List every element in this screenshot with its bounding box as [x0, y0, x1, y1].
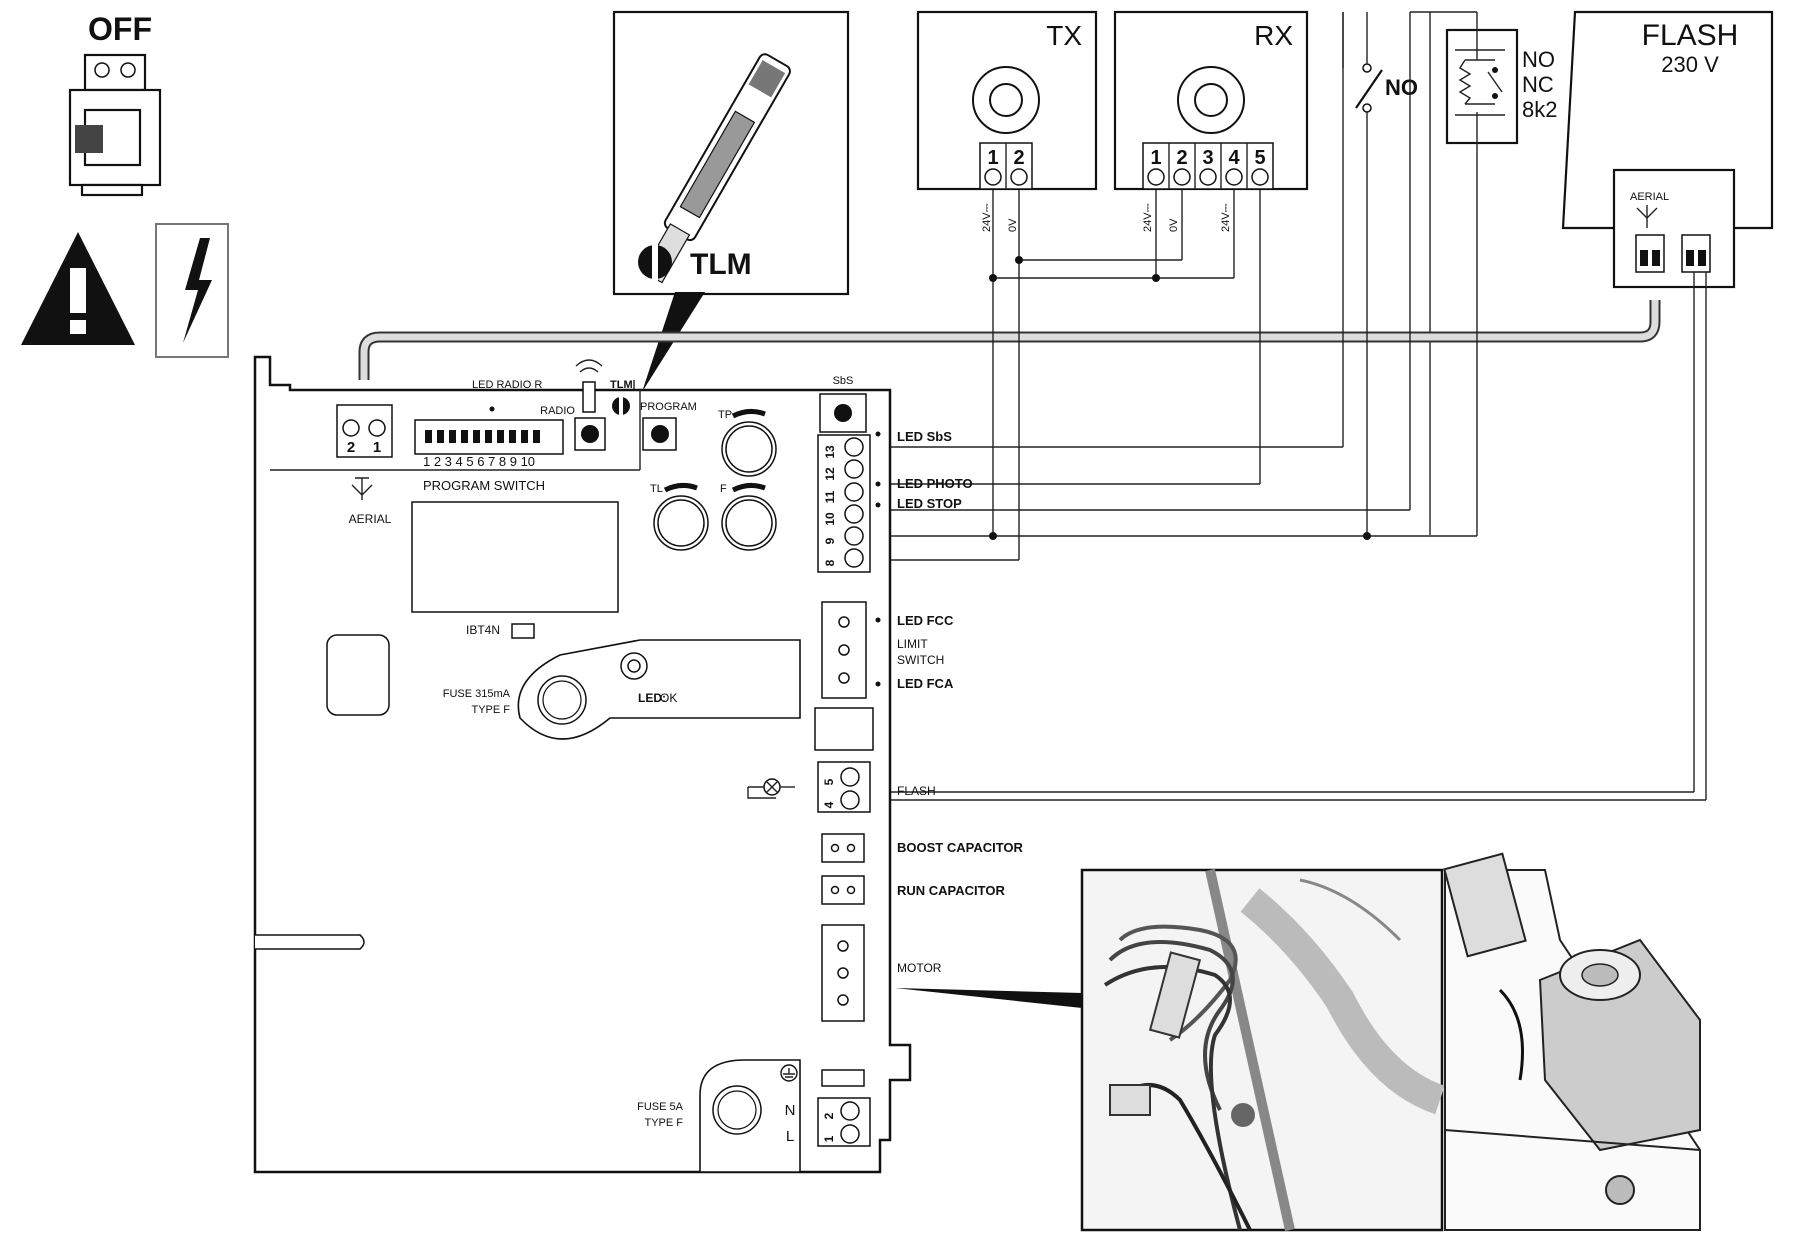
tp-label: TP	[718, 409, 732, 421]
tx-title: TX	[1046, 20, 1082, 51]
rx-terminal-2: 2	[1176, 147, 1187, 169]
tx-voltage-2: 0V	[1007, 218, 1019, 232]
fuse2-line1: FUSE 5A	[637, 1101, 684, 1113]
breaker-off-label: OFF	[88, 11, 152, 47]
tx-photocell: TX 1 2 24V⎓ 0V	[916, 10, 1098, 232]
flash-terminal-4: 4	[822, 801, 836, 808]
terminal-9: 9	[823, 537, 837, 544]
tx-terminal-1: 1	[987, 147, 998, 169]
rx-voltage-3: 24V⎓	[1220, 203, 1232, 232]
neutral-label: N	[785, 1102, 796, 1119]
circuit-breaker: OFF	[68, 11, 162, 197]
terminal-8: 8	[823, 559, 837, 566]
rx-voltage-1: 24V⎓	[1142, 203, 1154, 232]
flash-title: FLASH	[1642, 19, 1739, 52]
flash-voltage: 230 V	[1661, 52, 1719, 77]
tlm-callout: TLM	[612, 10, 850, 392]
switch-no-label: NO	[1385, 75, 1418, 100]
led-sbs-label: LED SbS	[897, 429, 952, 444]
edge-label-no: NO	[1522, 47, 1555, 72]
warning-icon	[21, 232, 135, 345]
tx-voltage-1: 24V⎓	[981, 203, 993, 232]
control-board: 2 1 AERIAL LED RADIO R 1 2 3 4 5 6 7 8 9…	[253, 355, 912, 1174]
aerial-label: AERIAL	[349, 512, 392, 526]
rx-terminal-5: 5	[1254, 147, 1265, 169]
terminal-12: 12	[823, 467, 837, 481]
aerial-terminal-1: 1	[373, 439, 381, 456]
radio-label: RADIO	[540, 405, 575, 417]
dip-numbers: 1 2 3 4 5 6 7 8 9 10	[423, 454, 535, 469]
fuse2-line2: TYPE F	[644, 1117, 683, 1129]
limit-switch-line1: LIMIT	[897, 637, 928, 651]
rx-terminal-4: 4	[1228, 147, 1240, 169]
tlm-callout-label: TLM	[690, 248, 752, 281]
flash-terminal-5: 5	[822, 778, 836, 785]
rx-title: RX	[1254, 20, 1293, 51]
motor-label: MOTOR	[897, 961, 942, 975]
fuse1-line2: TYPE F	[471, 704, 510, 716]
tx-terminal-2: 2	[1013, 147, 1024, 169]
ibt4n-label: IBT4N	[466, 623, 500, 637]
run-capacitor-label: RUN CAPACITOR	[897, 883, 1005, 898]
no-pushbutton: NO	[1342, 12, 1418, 113]
terminal-13: 13	[823, 445, 837, 459]
tlm-board-label: TLM	[610, 379, 633, 391]
rx-terminal-3: 3	[1202, 147, 1213, 169]
led-stop-label: LED STOP	[897, 496, 962, 511]
safety-edge: NO NC 8k2	[1429, 11, 1557, 535]
rx-photocell: RX 1 2 3 4 5 24V⎓ 0V 24V⎓	[1113, 10, 1309, 232]
high-voltage-icon	[155, 223, 229, 358]
terminal-11: 11	[823, 490, 837, 503]
terminal-10: 10	[823, 512, 837, 526]
led-radio-label: LED RADIO R	[472, 379, 542, 391]
edge-label-nc: NC	[1522, 72, 1554, 97]
limit-switch-line2: SWITCH	[897, 653, 944, 667]
power-terminal-2: 2	[822, 1112, 836, 1119]
program-switch-label: PROGRAM SWITCH	[423, 478, 545, 493]
led-ok-label: LED:	[638, 691, 666, 705]
power-terminal-1: 1	[822, 1135, 836, 1142]
tl-label: TL	[650, 483, 663, 495]
flash-terminal-label: FLASH	[897, 784, 936, 798]
motor-illustration	[1443, 852, 1701, 1231]
flash-lamp: FLASH 230 V AERIAL	[1561, 10, 1774, 289]
edge-label-8k2: 8k2	[1522, 97, 1557, 122]
led-fcc-label: LED FCC	[897, 613, 954, 628]
live-label: L	[786, 1128, 794, 1145]
rx-voltage-2: 0V	[1168, 218, 1180, 232]
program-label: PROGRAM	[640, 401, 697, 413]
led-photo-label: LED PHOTO	[897, 476, 973, 491]
boost-capacitor-label: BOOST CAPACITOR	[897, 840, 1024, 855]
f-label: F	[720, 483, 727, 495]
terminal-labels: LED SbS LED PHOTO LED STOP LED FCC LIMIT…	[897, 429, 1024, 975]
flash-aerial-label: AERIAL	[1630, 191, 1669, 203]
sbs-label: SbS	[833, 375, 854, 387]
led-ok-value: OK	[660, 691, 677, 705]
fuse1-line1: FUSE 315mA	[443, 688, 511, 700]
led-fca-label: LED FCA	[897, 676, 954, 691]
motor-wiring-photo	[895, 868, 1446, 1232]
rx-terminal-1: 1	[1150, 147, 1161, 169]
aerial-terminal-2: 2	[347, 439, 355, 456]
